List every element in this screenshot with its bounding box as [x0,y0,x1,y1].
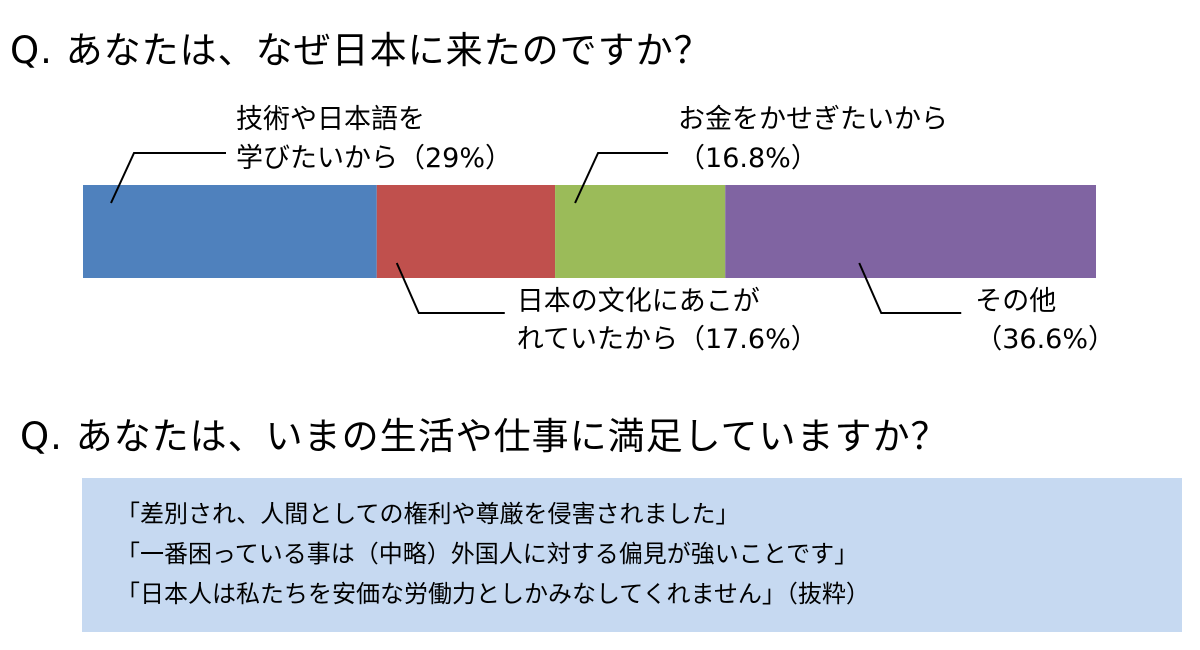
leader-line-2 [395,262,505,314]
question-1-title: Q. あなたは、なぜ日本に来たのですか？ [10,29,712,72]
quotes-box: 「差別され、人間としての権利や尊厳を侵害されました」 「一番困っている事は（中略… [82,478,1182,632]
bar-segment-4 [725,185,1096,278]
segment-3-label-line-2: （16.8%） [678,143,818,174]
segment-1-label-line-2: 学びたいから（29%） [236,143,512,174]
leader-line-3 [574,152,669,204]
leader-line-4 [858,262,962,314]
quote-line-2: 「一番困っている事は（中略）外国人に対する偏見が強いことです」 [116,540,859,568]
quote-line-3: 「日本人は私たちを安価な労働力としかみなしてくれません」（抜粋） [116,580,870,608]
bar-segment-3 [555,185,726,278]
question-2-title: Q. あなたは、いまの生活や仕事に満足していますか？ [20,415,949,458]
bar-segment-1 [83,185,377,278]
segment-3-label-line-1: お金をかせぎたいから [678,104,948,135]
quote-line-1: 「差別され、人間としての権利や尊厳を侵害されました」 [116,500,740,528]
segment-2-label-line-2: れていたから（17.6%） [517,324,818,355]
bar-segment-2 [376,185,556,278]
segment-4-label-line-2: （36.6%） [975,324,1115,355]
segment-2-label-line-1: 日本の文化にあこが [517,286,760,317]
leader-line-1 [110,152,226,204]
segment-4-label-line-1: その他 [975,286,1056,317]
segment-1-label-line-1: 技術や日本語を [236,104,425,135]
